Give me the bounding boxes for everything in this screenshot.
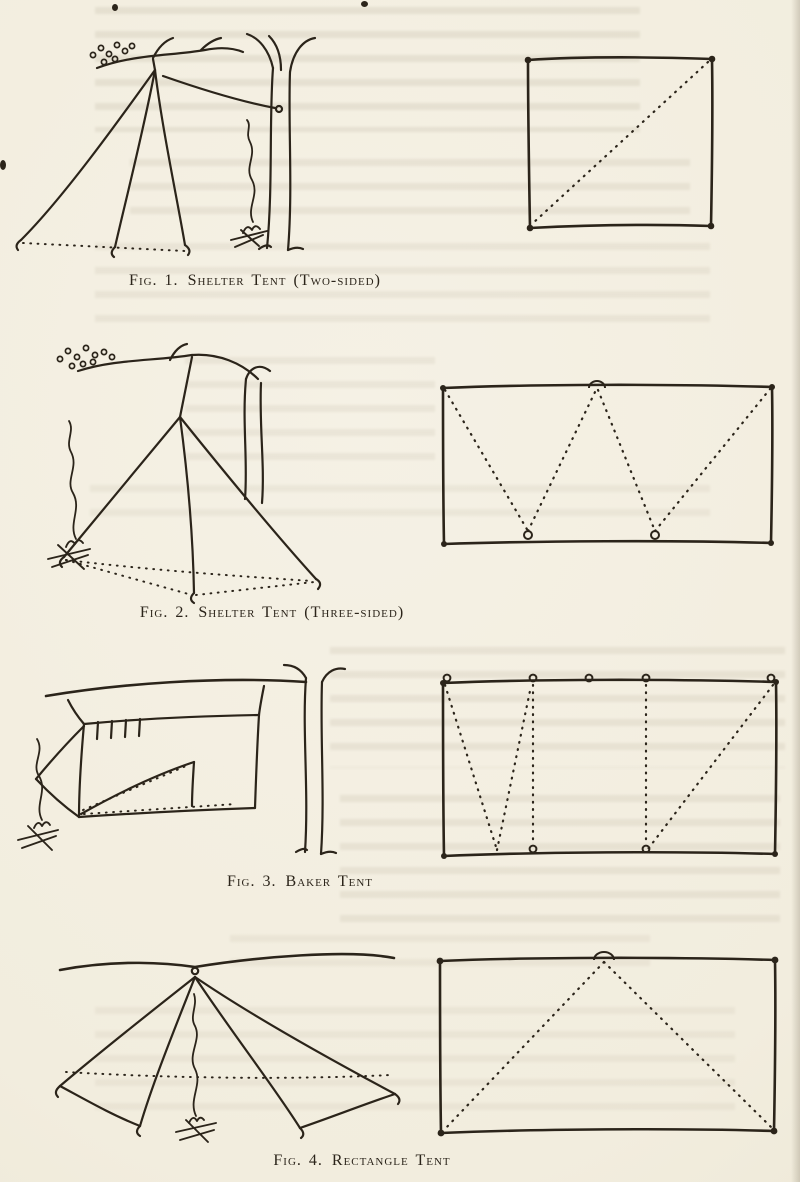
fig4-tent-sketch (54, 952, 401, 1143)
figure-3-title: Baker Tent (285, 873, 373, 890)
foliage-icon (56, 344, 116, 370)
grommet-loop-icon (588, 380, 606, 389)
ridge-pole-icon (58, 952, 396, 972)
stake-loop-icons (523, 530, 660, 540)
figure-2-caption: Fig. 2. Shelter Tent (Three-sided) (140, 604, 404, 622)
figure-4-caption: Fig. 4. Rectangle Tent (273, 1152, 450, 1170)
campfire-icon (17, 821, 59, 851)
cloth-outline (438, 956, 777, 1135)
corner-dots (524, 55, 716, 232)
figure-4-label: Fig. 4. (273, 1152, 323, 1169)
smoke-icon (68, 420, 78, 540)
fold-lines-dotted (443, 387, 772, 533)
figure-2-title: Shelter Tent (Three-sided) (198, 604, 405, 621)
ink-speck (112, 4, 118, 11)
fold-line-dotted (530, 60, 710, 226)
corner-dots (436, 956, 779, 1137)
page-edge-shadow (791, 0, 800, 1182)
grommet-loop-icon (593, 951, 615, 961)
figure-1-caption: Fig. 1. Shelter Tent (Two-sided) (129, 272, 381, 290)
tent-icon (54, 966, 401, 1140)
fold-lines-dotted (442, 960, 774, 1132)
cloth-outline (441, 383, 774, 546)
campfire-icon (175, 1116, 217, 1143)
branch-icon (76, 342, 260, 381)
figure-1-label: Fig. 1. (129, 272, 179, 289)
figure-3-label: Fig. 3. (227, 873, 277, 890)
branch-icon (95, 36, 245, 70)
smoke-icon (35, 738, 44, 821)
fig1-tent-sketch (15, 32, 317, 259)
tent-icon (34, 684, 266, 819)
cloth-outline (441, 678, 778, 858)
base-dotted-lines (65, 559, 315, 596)
fig1-fold-diagram (524, 55, 716, 232)
fig2-fold-diagram (440, 380, 775, 547)
tree-icon (282, 663, 347, 856)
cloth-outline (526, 55, 714, 230)
ink-speck (0, 160, 6, 170)
figure-3-caption: Fig. 3. Baker Tent (227, 873, 373, 891)
rope-icon (178, 355, 194, 419)
figure-1-title: Shelter Tent (Two-sided) (187, 272, 381, 289)
ridge-pole-icon (44, 678, 308, 698)
fig2-tent-sketch (47, 342, 322, 605)
corner-dots (440, 384, 775, 547)
fold-lines-dotted (443, 683, 775, 852)
smoke-icon (246, 119, 256, 223)
fig3-tent-sketch (17, 663, 347, 856)
rope-knot-icon (274, 104, 284, 114)
fig3-fold-diagram (440, 673, 779, 859)
tent-icon (58, 415, 322, 605)
tree-icon (245, 32, 317, 252)
ground-dotted-line (22, 242, 186, 252)
figure-2-label: Fig. 2. (139, 604, 190, 621)
grommet-loop-icons (442, 673, 776, 854)
smoke-icon (191, 993, 199, 1117)
guy-rope-icon (161, 74, 277, 110)
ink-speck (361, 1, 368, 7)
base-dotted-line (65, 1071, 391, 1079)
foliage-icon (89, 41, 136, 66)
fig4-fold-diagram (436, 951, 779, 1137)
campfire-icon (47, 539, 91, 570)
floor-dotted-lines (82, 765, 237, 815)
tent-icon (15, 57, 191, 259)
tree-icon (243, 365, 272, 505)
campfire-icon (230, 225, 268, 248)
figure-4-title: Rectangle Tent (331, 1152, 451, 1169)
